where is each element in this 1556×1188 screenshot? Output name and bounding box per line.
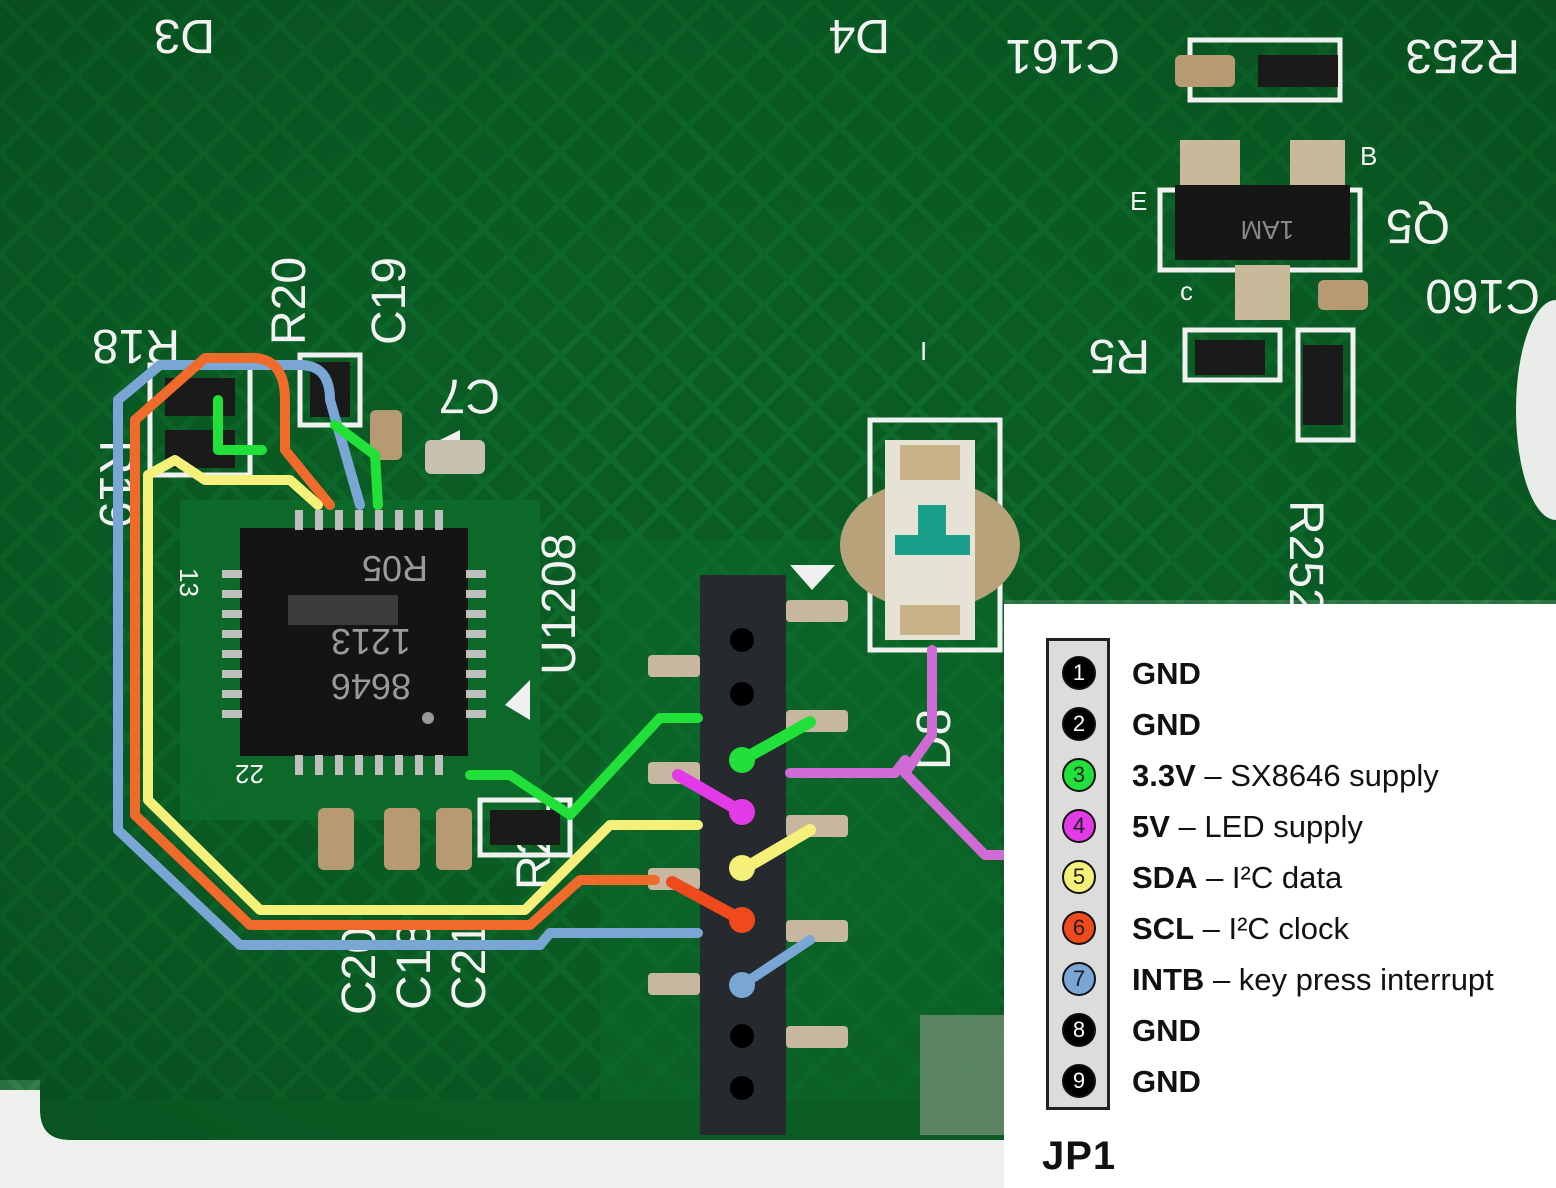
ic-sx8646: R05 1213 8646 xyxy=(222,510,486,775)
pin-signal-name: SCL xyxy=(1132,911,1194,946)
silk-d4: D4 xyxy=(829,9,890,62)
silk-q5-e: E xyxy=(1130,186,1147,216)
pin-markers xyxy=(729,747,755,998)
legend-pin-row: 9 GND xyxy=(1004,1058,1556,1108)
trace-3v3 xyxy=(465,713,703,820)
passive-components xyxy=(165,55,1368,870)
silk-pin22: 22 xyxy=(235,759,264,789)
pin-signal-name: 3.3V xyxy=(1132,758,1196,793)
blurred-region xyxy=(920,1015,1004,1135)
pin-number-badge: 8 xyxy=(1062,1013,1096,1047)
pin-label: 5V – LED supply xyxy=(1132,807,1363,847)
mounting-hole xyxy=(1516,300,1556,520)
ic-blurred-marking xyxy=(288,595,398,625)
pin-number-badge: 5 xyxy=(1062,860,1096,894)
pin-number-badge: 7 xyxy=(1062,962,1096,996)
pin-label: INTB – key press interrupt xyxy=(1132,960,1494,1000)
legend-pin-row: 3 3.3V – SX8646 supply xyxy=(1004,752,1556,802)
pin-label: GND xyxy=(1132,1062,1201,1102)
silk-c7: C7 xyxy=(439,369,500,422)
board-edge-background xyxy=(0,1090,1004,1188)
pin-number-badge: 2 xyxy=(1062,707,1096,741)
led-d8 xyxy=(840,440,1020,640)
trace-5v xyxy=(785,755,1009,860)
pin-signal-name: GND xyxy=(1132,707,1201,742)
pin-signal-name: GND xyxy=(1132,1064,1201,1099)
signal-annotations xyxy=(113,353,1009,990)
silk-c21: C21 xyxy=(443,922,496,1010)
pin-label: GND xyxy=(1132,654,1201,694)
pin-number-badge: 3 xyxy=(1062,758,1096,792)
pin1-marker xyxy=(790,565,835,590)
silk-c161: C161 xyxy=(1005,29,1120,82)
pin-label: SCL – I²C clock xyxy=(1132,909,1349,949)
silk-c160: C160 xyxy=(1425,269,1540,322)
trace-scl xyxy=(130,353,660,930)
silk-r20: R20 xyxy=(263,257,316,345)
chip-line2: 1213 xyxy=(331,621,411,662)
chip-line1: R05 xyxy=(362,548,428,589)
silk-q5: Q5 xyxy=(1386,199,1450,252)
pin-label: SDA – I²C data xyxy=(1132,858,1342,898)
trace-sda xyxy=(143,455,703,915)
pin-number-badge: 1 xyxy=(1062,656,1096,690)
silk-c19: C19 xyxy=(363,257,416,345)
legend-pin-row: 1 GND xyxy=(1004,650,1556,700)
silk-led-mark: I xyxy=(920,336,927,366)
pin-signal-name: GND xyxy=(1132,1013,1201,1048)
pin-signal-name: GND xyxy=(1132,656,1201,691)
silk-q5-c: c xyxy=(1180,276,1193,306)
silk-r5: R5 xyxy=(1089,329,1150,382)
pin-description: – SX8646 supply xyxy=(1195,758,1439,793)
pin-label: GND xyxy=(1132,705,1201,745)
pin-signal-name: SDA xyxy=(1132,860,1198,895)
silk-r253: R253 xyxy=(1405,29,1520,82)
silk-u1208: U1208 xyxy=(533,534,586,675)
pin-description: – key press interrupt xyxy=(1204,962,1494,997)
silk-d3: D3 xyxy=(154,9,215,62)
pin-number-badge: 6 xyxy=(1062,911,1096,945)
pin-number-badge: 9 xyxy=(1062,1064,1096,1098)
silk-c18: C18 xyxy=(388,922,441,1010)
chip-line3: 8646 xyxy=(331,666,411,707)
pin-label: GND xyxy=(1132,1011,1201,1051)
pin-description: – I²C data xyxy=(1197,860,1343,895)
pin-signal-name: 5V xyxy=(1132,809,1170,844)
legend-pin-row: 8 GND xyxy=(1004,1007,1556,1057)
legend-pin-row: 5 SDA – I²C data xyxy=(1004,854,1556,904)
silk-pin13: 13 xyxy=(174,568,204,597)
silk-r252: R252 xyxy=(1279,500,1332,615)
transistor-q5 xyxy=(1175,185,1350,260)
legend-pin-row: 2 GND xyxy=(1004,701,1556,751)
pin-label: 3.3V – SX8646 supply xyxy=(1132,756,1439,796)
pin-number-badge: 4 xyxy=(1062,809,1096,843)
pin-description: – LED supply xyxy=(1169,809,1363,844)
pin-signal-name: INTB xyxy=(1132,962,1205,997)
legend-pin-row: 4 5V – LED supply xyxy=(1004,803,1556,853)
silk-q5-b: B xyxy=(1360,141,1377,171)
trace-intb xyxy=(113,360,703,950)
legend-pin-row: 6 SCL – I²C clock xyxy=(1004,905,1556,955)
legend-title: JP1 xyxy=(1042,1134,1117,1178)
legend-pin-row: 7 INTB – key press interrupt xyxy=(1004,956,1556,1006)
transistor-marking: 1AM xyxy=(1241,215,1294,245)
pin-description: – I²C clock xyxy=(1194,911,1350,946)
